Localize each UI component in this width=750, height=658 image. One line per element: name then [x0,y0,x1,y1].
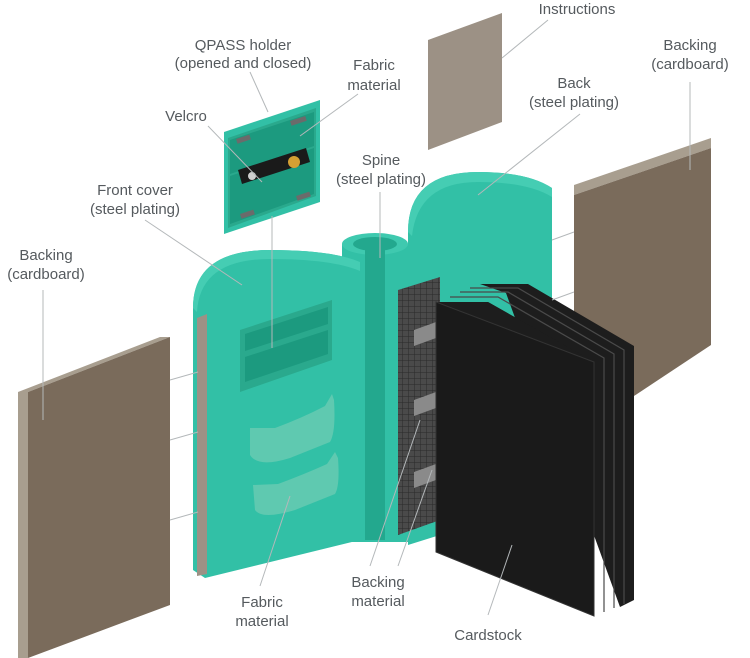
backing-material-grid [398,277,440,535]
label-back-line1: Back [557,75,591,92]
label-velcro: Velcro [165,108,207,125]
label-backing-material-line2: material [351,593,404,610]
label-spine-line1: Spine [362,152,400,169]
instructions-sheet [428,13,502,150]
label-backing-material-line1: Backing [351,574,404,591]
label-backing-left-line2: (cardboard) [7,266,85,283]
leader-lines [42,19,691,616]
label-backing-left-line1: Backing [19,247,72,264]
qpass-holder [224,100,320,234]
label-cardstock: Cardstock [454,627,522,644]
label-fabric-bottom-line1: Fabric [241,594,283,611]
label-back-line2: (steel plating) [529,94,619,111]
label-qpass-holder-line2: (opened and closed) [175,55,312,72]
label-fabric-bottom-line2: material [235,613,288,630]
front-cover [193,250,360,578]
label-front-cover-line1: Front cover [97,182,173,199]
label-instructions: Instructions [539,1,616,18]
label-front-cover-line2: (steel plating) [90,201,180,218]
labels: Instructions QPASS holder (opened and cl… [7,1,729,644]
cardstock-stack [435,284,634,617]
label-spine-line2: (steel plating) [336,171,426,188]
label-backing-right-line1: Backing [663,37,716,54]
label-qpass-holder-line1: QPASS holder [195,37,291,54]
label-fabric-top-line1: Fabric [353,57,395,74]
backing-left-board [18,337,170,658]
label-fabric-top-line2: material [347,77,400,94]
label-backing-right-line2: (cardboard) [651,56,729,73]
